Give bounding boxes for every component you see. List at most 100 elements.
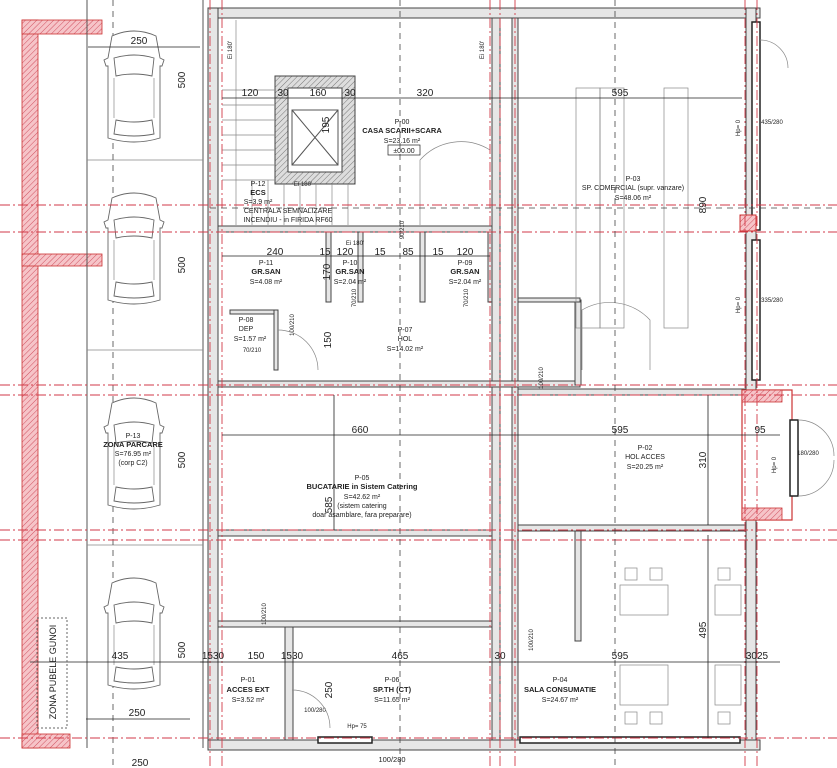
room-p05: P-05 BUCATARIE in Sistem Catering S=42.6… <box>307 475 418 519</box>
dim: 495 <box>698 621 709 638</box>
room-name: DEP <box>239 326 254 333</box>
room-p06: P-06 SP.TH (CT) S=11.65 m² <box>373 677 412 704</box>
dim: 500 <box>177 71 188 88</box>
dim: 585 <box>324 496 335 513</box>
dim: 310 <box>698 451 709 468</box>
room-code: P-11 <box>259 260 273 267</box>
parking-area: 250 500 500 500 500 435 250 250 ZONA PUB… <box>21 0 215 768</box>
dim: 1530 <box>281 651 304 662</box>
car-icon <box>103 30 165 143</box>
car-icon <box>103 192 165 305</box>
room-note: CENTRALA SEMNALIZARE <box>244 208 333 215</box>
room-area: S=1.57 m² <box>234 336 267 343</box>
room-labels: P-00 CASA SCARII+SCARA S=23.16 m² ±00.00… <box>227 119 685 704</box>
room-name: CASA SCARII+SCARA <box>362 126 442 135</box>
dim: 500 <box>177 256 188 273</box>
dim: 890 <box>698 196 709 213</box>
fire-rating: Ei 180' <box>480 41 486 59</box>
room-area: S=42.62 m² <box>344 494 381 501</box>
dim: 500 <box>177 641 188 658</box>
room-code: P-06 <box>385 677 400 684</box>
dim: 465 <box>392 651 409 662</box>
dim: 3025 <box>746 651 769 662</box>
level-marker: ±00.00 <box>393 148 414 155</box>
dim: 150 <box>323 331 334 348</box>
room-code: P-07 <box>398 327 413 334</box>
room-area: S=14.02 m² <box>387 346 424 353</box>
room-code: P-00 <box>395 119 410 126</box>
room-name: GR.SAN <box>335 267 364 276</box>
room-code: P-09 <box>458 260 473 267</box>
room-area: S=11.65 m² <box>374 697 411 704</box>
room-name: GR.SAN <box>251 267 280 276</box>
dim: 1530 <box>202 651 225 662</box>
door-label: 100/280 <box>378 755 405 764</box>
car-icon <box>103 577 165 690</box>
room-p11: P-11 GR.SAN S=4.08 m² <box>250 260 283 286</box>
window-label: 335/280 <box>761 298 783 304</box>
room-p12: P-12 ECS S=3.9 m² CENTRALA SEMNALIZARE I… <box>243 181 332 224</box>
door-label: 100/210 <box>262 603 268 625</box>
room-area: S=76.95 m² <box>115 451 152 458</box>
room-code: P-02 <box>638 445 653 452</box>
room-area: S=3.9 m² <box>244 199 273 206</box>
room-name: SP. COMERCIAL (supr. vanzare) <box>582 185 684 192</box>
door-label: 100/280 <box>304 708 326 714</box>
dim: 95 <box>754 425 766 436</box>
room-name: GR.SAN <box>450 267 479 276</box>
room-code: P-05 <box>355 475 370 482</box>
door-label: 70/210 <box>464 288 470 307</box>
dim: 120 <box>457 247 474 258</box>
dim: 195 <box>321 116 332 133</box>
door-label: 70/210 <box>352 288 358 307</box>
dim: 85 <box>402 247 414 258</box>
room-p03: P-03 SP. COMERCIAL (supr. vanzare) S=48.… <box>582 176 684 202</box>
dim: 15 <box>432 247 444 258</box>
room-note: (sistem catering <box>337 503 387 510</box>
dim: 120 <box>337 247 354 258</box>
dim: 160 <box>310 88 327 99</box>
room-p07: P-07 HOL S=14.02 m² <box>387 327 424 353</box>
room-note: INCENDIU - in FIRIDA RF60 <box>243 217 332 224</box>
door-label: 70/210 <box>243 348 262 354</box>
room-area: S=20.25 m² <box>627 464 664 471</box>
room-note: (corp C2) <box>118 460 147 467</box>
dim: 15 <box>374 247 386 258</box>
room-name: ZONA PARCARE <box>103 440 163 449</box>
dim: 595 <box>612 88 629 99</box>
room-name: SALA CONSUMATIE <box>524 685 596 694</box>
room-code: P-03 <box>626 176 641 183</box>
dim: 500 <box>177 451 188 468</box>
room-p02: P-02 HOL ACCES S=20.25 m² <box>625 445 665 471</box>
dim: 30 <box>344 88 356 99</box>
dim: 250 <box>132 758 149 768</box>
dim: 150 <box>248 651 265 662</box>
dim: 435 <box>112 651 129 662</box>
room-area: S=2.04 m² <box>334 279 367 286</box>
room-area: S=24.67 m² <box>542 697 579 704</box>
room-code: P-13 <box>126 433 141 440</box>
room-code: P-08 <box>239 317 254 324</box>
dim: 250 <box>324 681 335 698</box>
room-name: HOL ACCES <box>625 454 665 461</box>
door-label: 100/210 <box>290 314 296 336</box>
dim: 170 <box>322 263 333 280</box>
sill-height: Hp= 0 <box>736 296 742 313</box>
dim: 250 <box>131 36 148 47</box>
room-area: S=23.16 m² <box>384 138 421 145</box>
room-p04: P-04 SALA CONSUMATIE S=24.67 m² <box>524 677 596 704</box>
dim: 320 <box>417 88 434 99</box>
room-p00: P-00 CASA SCARII+SCARA S=23.16 m² ±00.00 <box>362 119 442 156</box>
room-code: P-12 <box>251 181 266 188</box>
window-label: 435/280 <box>761 120 783 126</box>
window-label: 180/280 <box>797 451 819 457</box>
fire-rating: Ei 180' <box>294 182 312 188</box>
sill-height: Hp= 0 <box>772 456 778 473</box>
dimensions: 120 30 160 30 320 195 595 890 240 15 120… <box>200 41 780 738</box>
stairs <box>222 20 349 225</box>
room-p09: P-09 GR.SAN S=2.04 m² <box>449 260 482 286</box>
door-label: 90/210 <box>400 220 406 239</box>
room-name: ECS <box>250 188 265 197</box>
